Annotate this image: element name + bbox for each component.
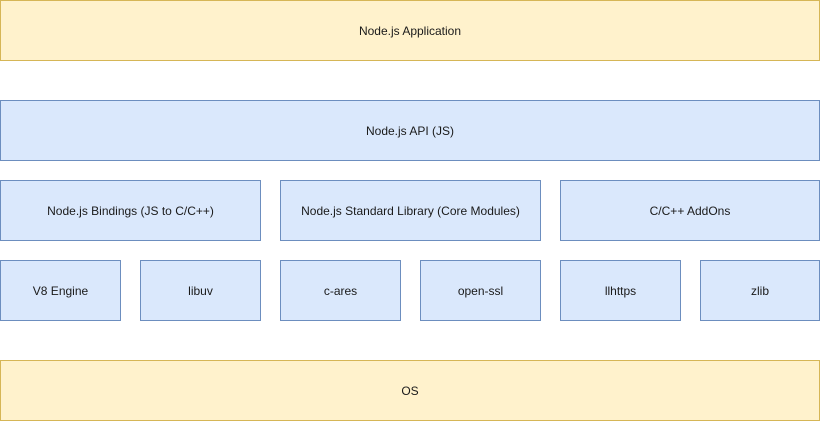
standard-library-box: Node.js Standard Library (Core Modules) (280, 180, 541, 241)
c-ares-label: c-ares (323, 283, 358, 298)
llhttps-label: llhttps (604, 283, 637, 298)
os-layer-label: OS (401, 383, 419, 398)
llhttps-box: llhttps (560, 260, 681, 321)
open-ssl-label: open-ssl (457, 283, 504, 298)
addons-box: C/C++ AddOns (560, 180, 820, 241)
standard-library-label: Node.js Standard Library (Core Modules) (301, 203, 520, 218)
application-layer: Node.js Application (0, 0, 820, 61)
c-ares-box: c-ares (280, 260, 401, 321)
libuv-label: libuv (188, 283, 213, 298)
libuv-box: libuv (140, 260, 261, 321)
bindings-box: Node.js Bindings (JS to C/C++) (0, 180, 261, 241)
api-layer-label: Node.js API (JS) (365, 123, 455, 138)
zlib-box: zlib (700, 260, 820, 321)
v8-engine-box: V8 Engine (0, 260, 121, 321)
zlib-label: zlib (750, 283, 769, 298)
bindings-label: Node.js Bindings (JS to C/C++) (47, 203, 214, 218)
v8-engine-label: V8 Engine (32, 283, 89, 298)
api-layer: Node.js API (JS) (0, 100, 820, 161)
addons-label: C/C++ AddOns (649, 203, 731, 218)
open-ssl-box: open-ssl (420, 260, 541, 321)
os-layer: OS (0, 360, 820, 421)
application-layer-label: Node.js Application (358, 23, 462, 38)
